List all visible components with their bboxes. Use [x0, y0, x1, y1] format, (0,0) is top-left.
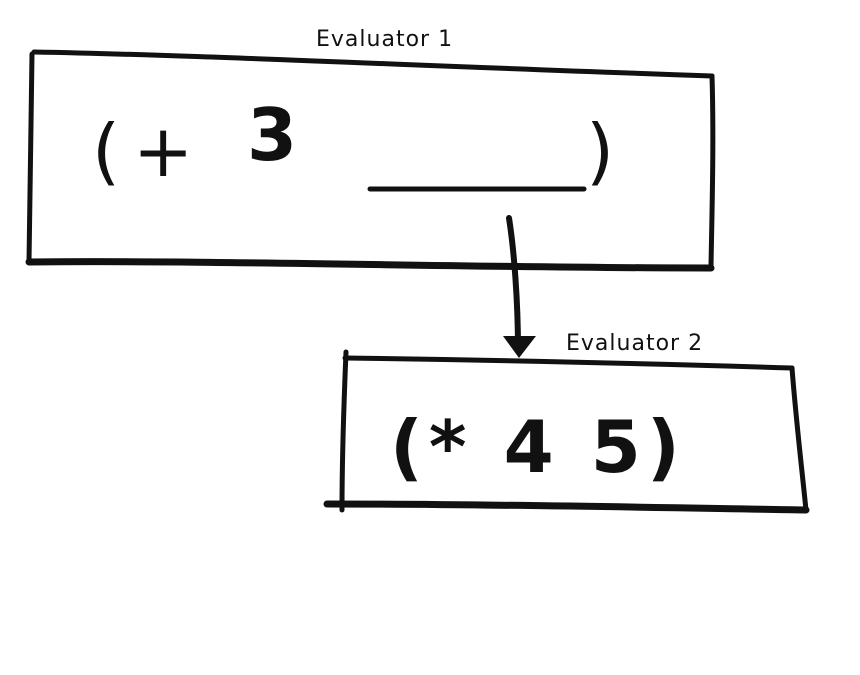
evaluator-2-box	[323, 349, 810, 514]
evaluator-2-expression: (* 4 5)	[390, 405, 686, 489]
evaluator-1-title: Evaluator 1	[316, 27, 453, 52]
evaluator-2-title: Evaluator 2	[566, 331, 703, 356]
close-paren: )	[586, 109, 614, 193]
evaluator-1-expression: ( + 3 )	[92, 93, 614, 193]
operand-three: 3	[247, 93, 297, 177]
open-paren: (	[92, 109, 120, 193]
evaluator-1-box	[25, 49, 716, 272]
arrow-blank-to-evaluator-2	[503, 215, 536, 358]
arrowhead-icon	[503, 336, 536, 358]
plus-operator: +	[133, 109, 193, 193]
